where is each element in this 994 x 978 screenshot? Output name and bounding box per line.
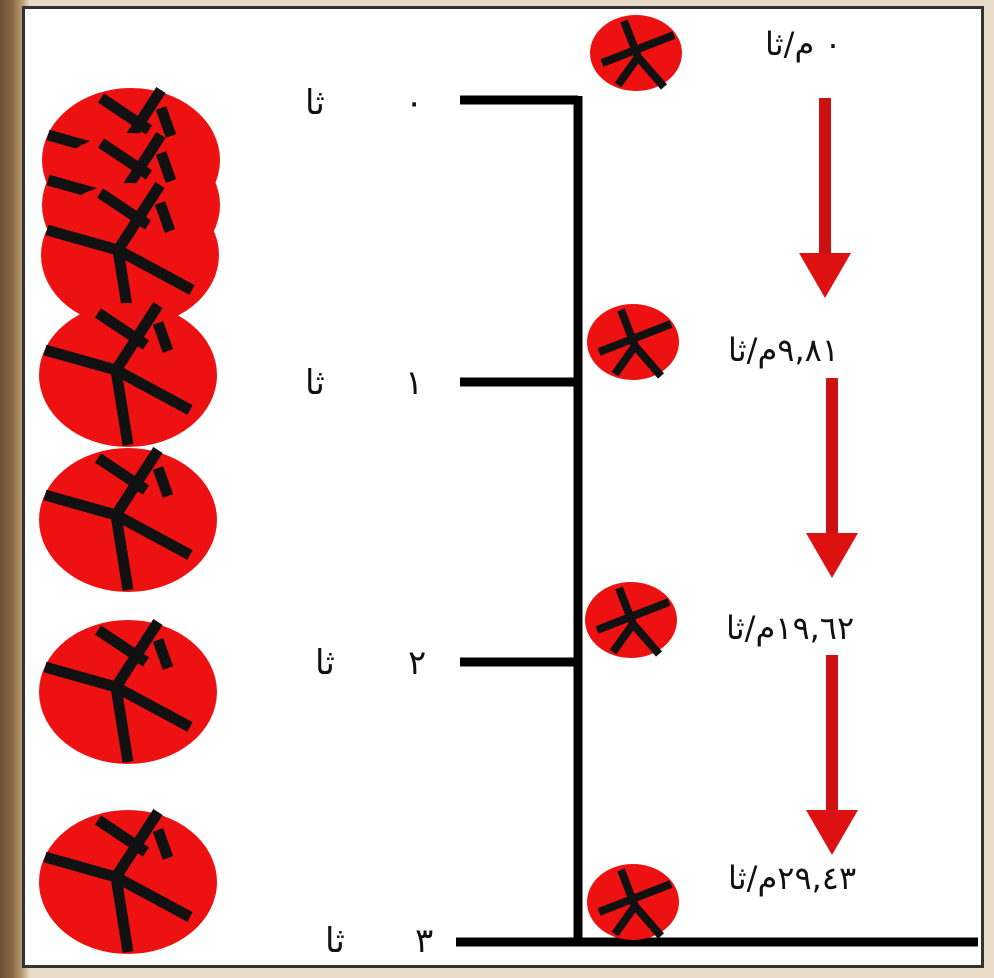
ball-icon xyxy=(585,582,677,658)
ball-stack-left xyxy=(39,88,220,954)
arrow-down-icon xyxy=(806,655,858,855)
time-value-label: ٢ xyxy=(408,643,427,683)
time-value-label: ٣ xyxy=(415,921,434,961)
velocity-label: ٢٩,٤٣م/ثا xyxy=(728,859,857,897)
time-unit-label: ثا xyxy=(325,921,345,961)
velocity-arrows xyxy=(799,98,858,855)
ball-icon xyxy=(590,15,682,91)
time-value-label: ٠ xyxy=(405,83,424,123)
velocity-label: ٠ م/ثا xyxy=(765,25,842,63)
arrow-down-icon xyxy=(806,378,858,578)
ball-icon xyxy=(587,864,679,940)
time-unit-label: ثا xyxy=(305,363,325,403)
time-unit-label: ثا xyxy=(305,83,325,123)
ball-image xyxy=(39,303,217,447)
ball-icon xyxy=(587,304,679,380)
falling-balls xyxy=(585,15,682,940)
velocity-label: ٩,٨١م/ثا xyxy=(728,331,839,369)
velocity-label: ١٩,٦٢م/ثا xyxy=(726,609,855,647)
arrow-down-icon xyxy=(799,98,851,298)
time-axis xyxy=(456,95,978,947)
time-value-label: ١ xyxy=(405,363,424,403)
time-unit-label: ثا xyxy=(315,643,335,683)
ball-image xyxy=(39,810,217,954)
ball-image xyxy=(39,448,217,592)
ball-image xyxy=(39,620,217,764)
